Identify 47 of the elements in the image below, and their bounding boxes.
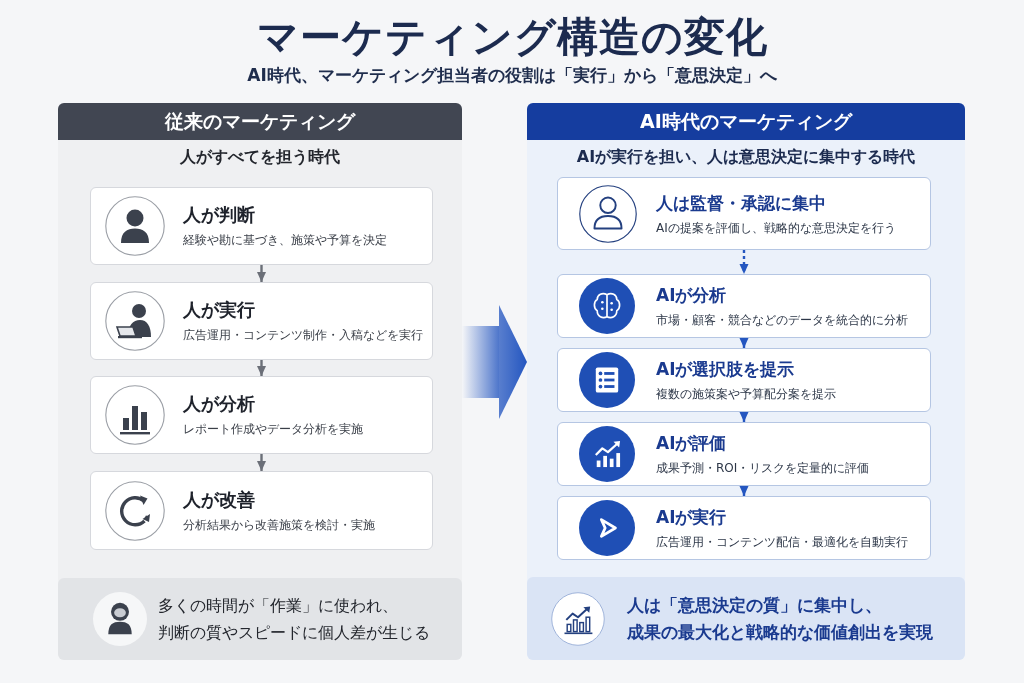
- arrow: [739, 250, 749, 274]
- card-title: 人が分析: [183, 392, 255, 416]
- summary-text: 多くの時間が「作業」に使われ、判断の質やスピードに個人差が生じる: [158, 595, 431, 644]
- card-title: 人は監督・承認に集中: [656, 191, 826, 215]
- step-card: [557, 348, 931, 412]
- arrow: [257, 454, 266, 471]
- step-card: [90, 471, 433, 550]
- card-title: AIが選択肢を提示: [656, 358, 795, 381]
- summary-band: [58, 578, 462, 660]
- title: マーケティング構造の変化: [256, 12, 768, 62]
- card-description: 経験や勘に基づき、施策や予算を決定: [183, 232, 387, 249]
- panel: [527, 103, 965, 660]
- arrow: [739, 412, 749, 422]
- card-description: 市場・顧客・競合などのデータを統合的に分析: [656, 312, 908, 329]
- step-card: [557, 274, 931, 338]
- panel-header: 従来のマーケティング: [58, 103, 462, 140]
- card-title: AIが実行: [656, 506, 727, 529]
- panel-subtitle: AIが実行を担い、人は意思決定に集中する時代: [576, 146, 916, 168]
- step-card: [90, 376, 433, 454]
- card-description: 複数の施策案や予算配分案を提示: [656, 386, 836, 403]
- summary-text: 人は「意思決定の質」に集中し、成果の最大化と戦略的な価値創出を実現: [627, 593, 934, 644]
- step-card: [557, 496, 931, 560]
- step-card: [557, 177, 931, 250]
- panel-subtitle: 人がすべてを担う時代: [180, 146, 340, 168]
- card-title: AIが分析: [656, 284, 727, 307]
- step-card: [90, 187, 433, 265]
- card-description: 分析結果から改善施策を検討・実施: [183, 516, 375, 534]
- card-title: 人が判断: [183, 203, 255, 227]
- panel: [58, 103, 462, 660]
- card-description: 成果予測・ROI・リスクを定量的に評価: [656, 460, 870, 477]
- card-title: AIが評価: [656, 432, 727, 455]
- arrow: [739, 338, 749, 348]
- summary-band: [527, 577, 965, 660]
- panel-header: AI時代のマーケティング: [527, 103, 965, 140]
- arrow: [257, 360, 266, 376]
- card-description: 広告運用・コンテンツ制作・入稿などを実行: [183, 327, 423, 344]
- subtitle: AI時代、マーケティング担当者の役割は「実行」から「意思決定」へ: [247, 64, 777, 87]
- card-title: 人が改善: [183, 487, 255, 512]
- step-card: [90, 282, 433, 360]
- step-card: [557, 422, 931, 486]
- card-description: レポート作成やデータ分析を実施: [183, 421, 363, 438]
- card-description: 広告運用・コンテンツ配信・最適化を自動実行: [656, 534, 908, 551]
- card-title: 人が実行: [183, 298, 255, 322]
- arrow: [257, 265, 266, 282]
- block-arrow: [462, 305, 527, 419]
- arrow: [739, 486, 749, 496]
- card-description: AIの提案を評価し、戦略的な意思決定を行う: [656, 219, 896, 237]
